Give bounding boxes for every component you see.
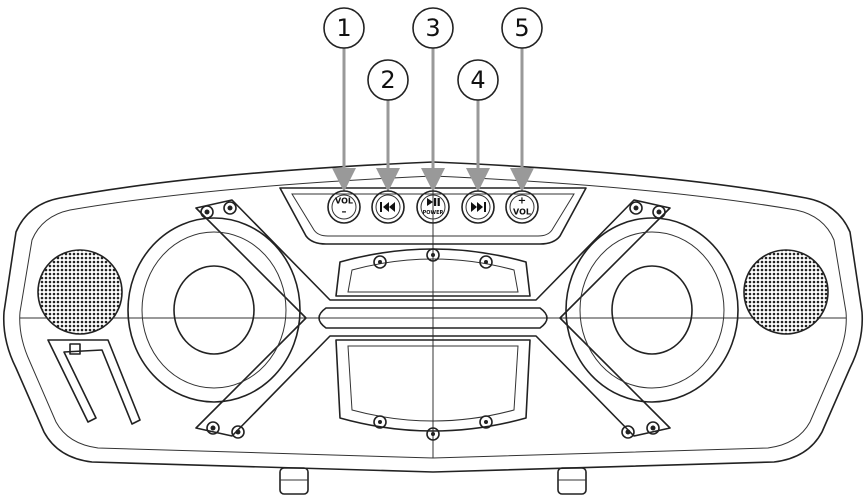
next-button[interactable] xyxy=(462,191,494,223)
vol-plus-button[interactable]: + VOL xyxy=(506,191,538,223)
previous-track-icon xyxy=(380,202,395,212)
callout-3: 3 xyxy=(413,8,453,48)
vol-plus-top-label: + xyxy=(518,196,526,207)
callout-4-number: 4 xyxy=(470,66,485,94)
side-strap xyxy=(48,340,140,424)
speaker-body xyxy=(4,162,863,472)
next-track-icon xyxy=(471,202,486,212)
callout-3-number: 3 xyxy=(425,14,440,42)
callout-arrows xyxy=(344,48,522,180)
callout-2-number: 2 xyxy=(380,66,395,94)
left-tweeter xyxy=(38,250,122,334)
previous-button[interactable] xyxy=(372,191,404,223)
callout-5-number: 5 xyxy=(514,14,529,42)
power-label: POWER xyxy=(423,210,444,216)
callout-1: 1 xyxy=(324,8,364,48)
right-woofer xyxy=(566,218,738,402)
vol-minus-bottom-label: – xyxy=(342,207,347,218)
left-woofer xyxy=(128,218,300,402)
callout-5: 5 xyxy=(502,8,542,48)
vol-minus-button[interactable]: VOL – xyxy=(328,191,360,223)
callout-4: 4 xyxy=(458,60,498,100)
vol-plus-bottom-label: VOL xyxy=(513,208,531,217)
vol-minus-top-label: VOL xyxy=(335,197,353,206)
right-tweeter xyxy=(744,250,828,334)
callout-1-number: 1 xyxy=(336,14,351,42)
callout-2: 2 xyxy=(368,60,408,100)
